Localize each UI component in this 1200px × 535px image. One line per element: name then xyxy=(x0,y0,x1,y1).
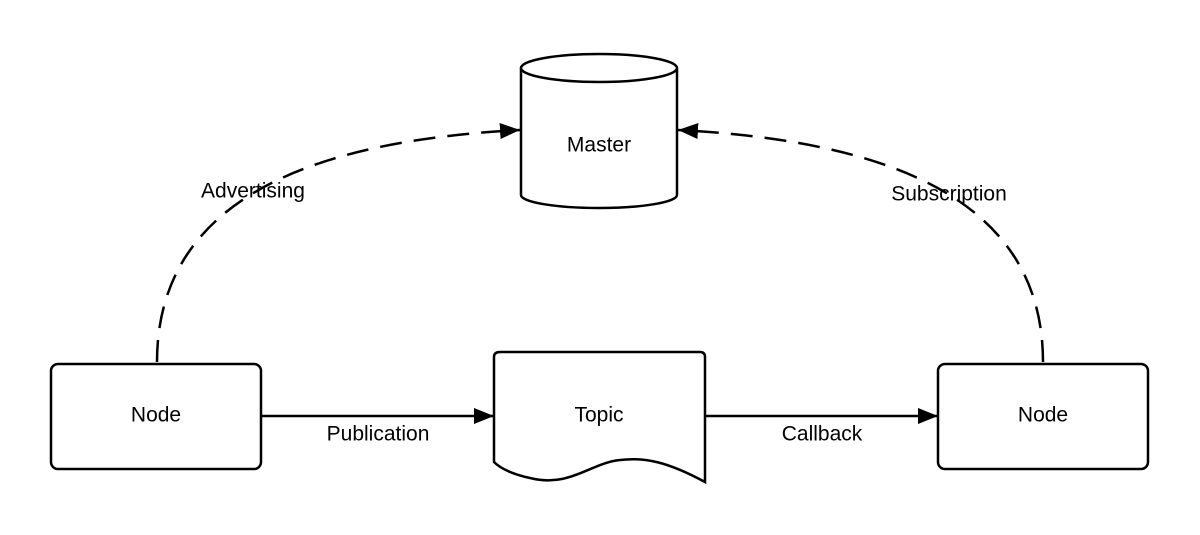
advertising-label: Advertising xyxy=(201,179,305,203)
subscription-label: Subscription xyxy=(891,182,1007,206)
topic-label: Topic xyxy=(574,403,624,427)
node-right-label: Node xyxy=(1017,403,1069,427)
node-left-label: Node xyxy=(130,403,182,427)
publication-label: Publication xyxy=(326,422,430,446)
subscription-edge xyxy=(677,123,1045,363)
node-left-box xyxy=(49,362,263,471)
callback-label: Callback xyxy=(781,422,863,446)
node-right-box xyxy=(936,362,1150,471)
master-database-shape xyxy=(519,52,679,210)
advertising-edge xyxy=(155,123,521,363)
topic-document-shape xyxy=(492,350,707,485)
master-label: Master xyxy=(566,133,632,157)
